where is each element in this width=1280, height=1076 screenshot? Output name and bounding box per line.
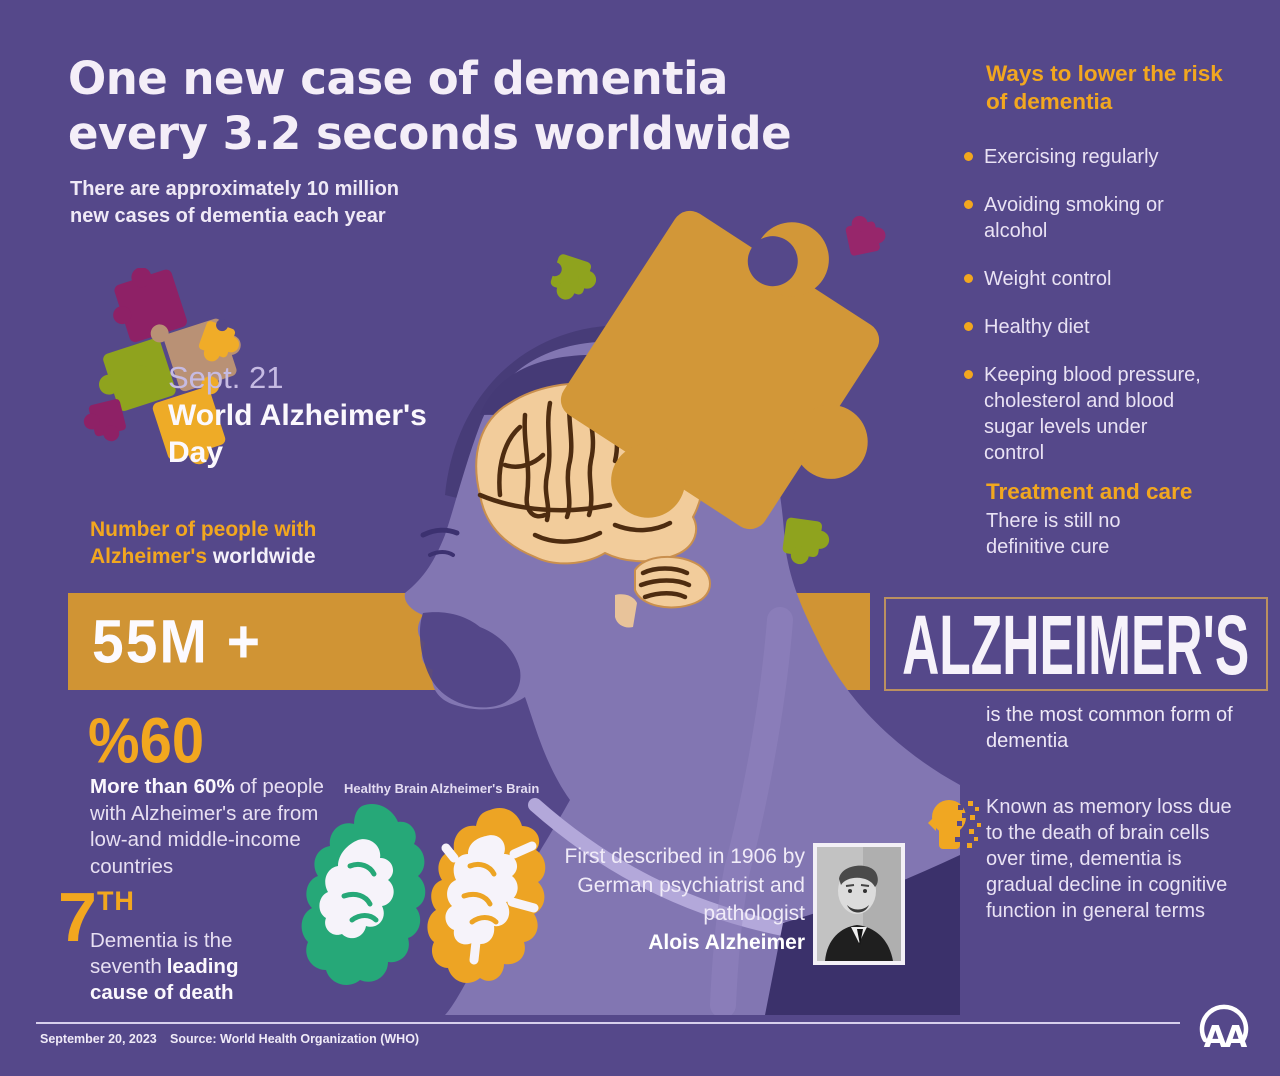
stat-seventh-pre: Dementia is the seventh bbox=[90, 929, 233, 978]
alzheimers-title-box: ALZHEIMER'S bbox=[884, 597, 1268, 691]
puzzle-tab bbox=[150, 324, 169, 343]
risk-item-text: Exercising regularly bbox=[984, 146, 1159, 168]
aa-logo-text: AA bbox=[1204, 1020, 1248, 1055]
risk-item-text: Healthy diet bbox=[984, 316, 1090, 338]
risk-heading: Ways to lower the risk of dementia bbox=[986, 61, 1223, 115]
bullet-dot bbox=[964, 152, 973, 161]
alzheimers-brain-illustration bbox=[427, 807, 546, 983]
risk-list: Exercising regularly Avoiding smoking or… bbox=[964, 144, 1224, 488]
alois-alzheimer-portrait bbox=[813, 843, 905, 965]
alzheimers-subtitle: is the most common form of dementia bbox=[986, 704, 1233, 753]
treatment-body: There is still no definitive cure bbox=[986, 510, 1121, 558]
risk-item-text: Weight control bbox=[984, 268, 1112, 290]
page-title: One new case of dementia every 3.2 secon… bbox=[68, 52, 792, 160]
shirt-collar bbox=[528, 798, 790, 936]
alzheimers-title: ALZHEIMER'S bbox=[902, 596, 1250, 692]
memory-loss-head-icon bbox=[928, 800, 981, 849]
list-item: Keeping blood pressure, cholesterol and … bbox=[964, 362, 1224, 466]
history-text: First described in 1906 by German psychi… bbox=[555, 843, 805, 957]
bullet-dot bbox=[964, 370, 973, 379]
healthy-brain-label: Healthy Brain bbox=[344, 781, 428, 796]
history-pre: First described in 1906 by German psychi… bbox=[564, 845, 805, 926]
healthy-brain-illustration bbox=[301, 803, 426, 985]
awareness-event: World Alzheimer's Day bbox=[168, 399, 427, 469]
puzzle-piece-gold bbox=[152, 387, 226, 461]
puzzle-tab bbox=[113, 306, 132, 325]
page-subtitle: There are approximately 10 million new c… bbox=[70, 178, 400, 227]
aa-agency-logo: AA bbox=[1199, 1004, 1251, 1055]
footer-date: September 20, 2023 bbox=[40, 1032, 157, 1046]
risk-item-text: Keeping blood pressure, cholesterol and … bbox=[984, 364, 1201, 464]
puzzle-tab bbox=[132, 365, 151, 384]
bullet-dot bbox=[964, 322, 973, 331]
eye bbox=[428, 550, 455, 557]
small-green-puzzle-3 bbox=[782, 517, 830, 565]
dementia-description: Known as memory loss due to the death of… bbox=[986, 796, 1232, 922]
puzzle-tab bbox=[201, 376, 220, 395]
shoulder-highlight bbox=[710, 607, 793, 1015]
awareness-date: Sept. 21 bbox=[168, 360, 284, 395]
small-magenta-puzzle bbox=[83, 399, 126, 442]
bullet-dot bbox=[964, 200, 973, 209]
puzzle-tab bbox=[98, 374, 119, 395]
bullet-dot bbox=[964, 274, 973, 283]
large-gold-puzzle-piece bbox=[560, 210, 880, 530]
stat-seventh-value: 7 TH bbox=[58, 882, 135, 952]
eyebrow bbox=[420, 527, 460, 538]
list-item: Exercising regularly bbox=[964, 144, 1224, 170]
small-green-puzzle-1 bbox=[547, 254, 597, 300]
count-label-white: worldwide bbox=[212, 545, 316, 569]
treatment-heading: Treatment and care bbox=[986, 479, 1193, 504]
brain-comparison-art bbox=[301, 803, 546, 985]
stat-seventh-ordinal: TH bbox=[96, 886, 135, 916]
puzzle-tab bbox=[188, 444, 209, 465]
stat-seventh-bold: leading cause of death bbox=[90, 954, 239, 1004]
stat-seventh-number: 7 bbox=[58, 878, 97, 956]
stat-sixty-rest: of people with Alzheimer's are from low-… bbox=[90, 775, 324, 878]
puzzle-piece-magenta bbox=[114, 269, 187, 343]
footer-source: Source: World Health Organization (WHO) bbox=[170, 1032, 420, 1046]
list-item: Weight control bbox=[964, 266, 1224, 292]
beard bbox=[419, 612, 521, 708]
footer-divider bbox=[36, 1022, 1180, 1024]
list-item: Healthy diet bbox=[964, 314, 1224, 340]
risk-item-text: Avoiding smoking or alcohol bbox=[984, 194, 1164, 242]
list-item: Avoiding smoking or alcohol bbox=[964, 192, 1224, 244]
count-label-orange: Number of people with Alzheimer's bbox=[90, 518, 317, 569]
count-value: 55M + bbox=[92, 606, 263, 677]
small-gold-puzzle bbox=[198, 319, 240, 362]
small-magenta-puzzle-2 bbox=[845, 215, 886, 256]
stat-sixty-value: %60 bbox=[88, 705, 205, 777]
puzzle-tab bbox=[131, 268, 152, 288]
stat-sixty-text: More than 60%of people with Alzheimer's … bbox=[90, 774, 330, 881]
puzzle-cluster-art bbox=[83, 268, 241, 465]
stat-sixty-bold: More than 60% bbox=[90, 775, 235, 798]
history-name: Alois Alzheimer bbox=[648, 930, 805, 954]
alzheimers-brain-label: Alzheimer's Brain bbox=[430, 781, 540, 796]
